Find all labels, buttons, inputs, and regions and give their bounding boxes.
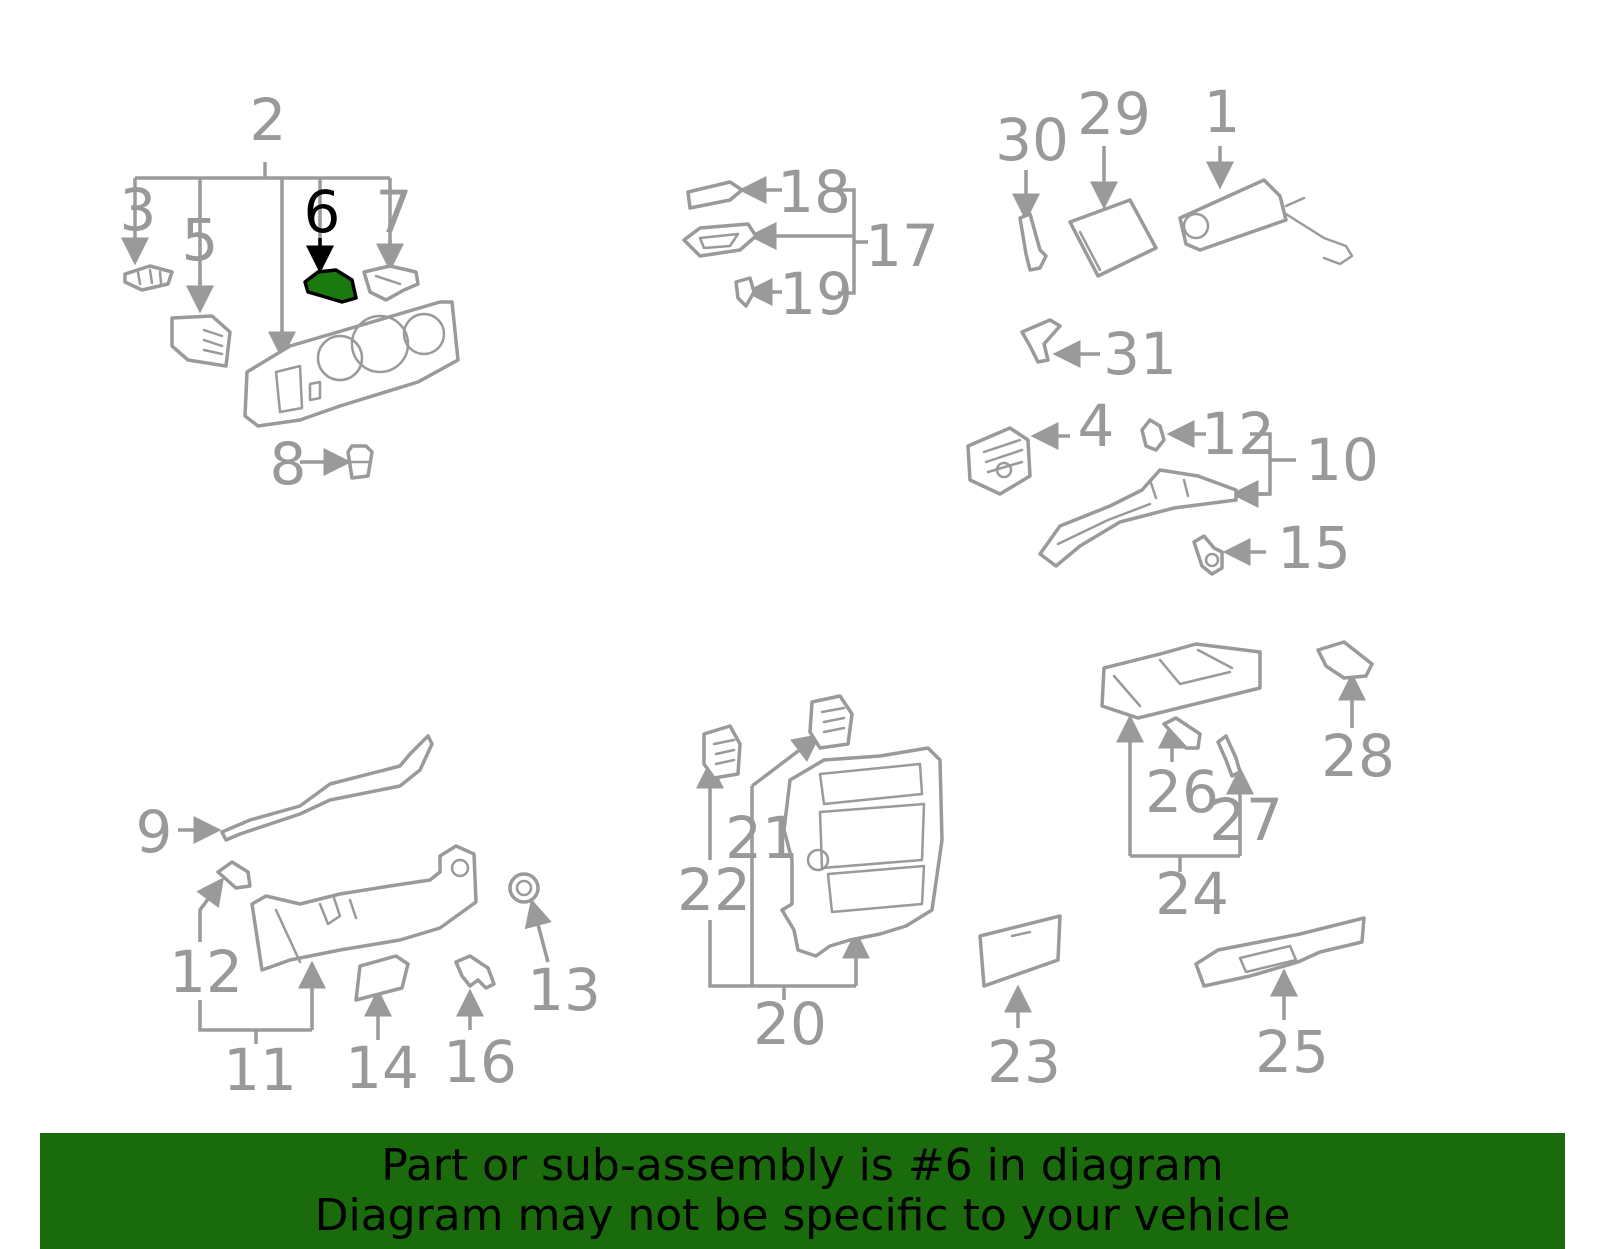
callout-16: 16 [443,1028,517,1096]
part-8-knob[interactable] [346,444,374,480]
callout-7: 7 [376,178,413,246]
banner-background [40,1133,1565,1249]
callout-12-upper: 12 [1201,400,1275,468]
part-24-glove-box[interactable] [1100,642,1262,720]
part-12-clip-upper[interactable] [1140,418,1166,452]
part-19-clip[interactable] [734,276,756,308]
part-2-instrument-cluster-panel[interactable] [243,300,460,428]
part-31-bracket[interactable] [1020,318,1062,364]
part-21-center-vent-right[interactable] [808,694,854,750]
callout-4: 4 [1078,392,1115,460]
callout-18: 18 [777,158,851,226]
part-30-bolt[interactable] [1018,212,1048,272]
part-5-side-vent[interactable] [170,314,232,368]
info-banner: Part or sub-assembly is #6 in diagram Di… [40,1133,1565,1249]
callout-30: 30 [995,106,1069,174]
part-11-lower-panel[interactable] [250,844,478,972]
part-15-screw[interactable] [1192,534,1224,576]
callout-22: 22 [677,856,751,924]
part-7-cover[interactable] [362,264,420,302]
callout-labels: 1 2 3 4 5 6 7 8 9 10 11 12 12 13 14 15 1… [120,78,1395,1104]
part-4-side-vent-right[interactable] [966,426,1032,496]
banner-line-2: Diagram may not be specific to your vehi… [314,1190,1291,1241]
callout-10: 10 [1305,426,1379,494]
callout-13: 13 [527,956,601,1024]
callout-11: 11 [223,1036,297,1104]
callout-6-highlighted: 6 [304,178,341,246]
callout-27: 27 [1209,786,1283,854]
group-airbag-glovebox [966,146,1354,576]
part-16-screw[interactable] [454,954,496,990]
banner-text: Part or sub-assembly is #6 in diagram Di… [40,1133,1565,1241]
callout-2: 2 [250,86,287,154]
part-23-glove-box-door[interactable] [978,914,1062,988]
callout-15: 15 [1277,514,1351,582]
part-13-grommet[interactable] [508,872,540,904]
part-14-cover[interactable] [354,954,410,1002]
part-3-vent-clip[interactable] [123,264,174,292]
group-center-panel [696,694,944,1000]
part-9-reinforcement-bar[interactable] [220,734,434,842]
callout-31: 31 [1103,320,1177,388]
callout-5: 5 [182,206,219,274]
callout-1: 1 [1204,78,1241,146]
group-glove-box [978,640,1374,1028]
part-20-center-cluster-panel[interactable] [780,746,944,958]
callout-23: 23 [987,1028,1061,1096]
part-25-lower-glove-panel[interactable] [1194,916,1366,988]
part-27-striker[interactable] [1216,734,1242,778]
part-26-clip[interactable] [1162,716,1202,750]
banner-line-1: Part or sub-assembly is #6 in diagram [381,1140,1224,1191]
group-instrument-cluster [121,162,460,480]
callout-19: 19 [779,260,853,328]
group-lower-dash [178,734,552,1044]
callout-3: 3 [120,176,157,244]
callout-25: 25 [1255,1018,1329,1086]
part-12-clip-lower[interactable] [216,860,252,890]
part-6-highlighted[interactable] [303,268,358,304]
part-17-cup-holder[interactable] [682,222,758,258]
callout-8: 8 [270,430,307,498]
callout-29: 29 [1077,80,1151,148]
part-22-center-vent-left[interactable] [702,724,742,780]
callout-24: 24 [1155,860,1229,928]
callout-14: 14 [345,1034,419,1102]
part-18-trim[interactable] [686,180,744,210]
callout-20: 20 [753,990,827,1058]
callout-9: 9 [136,798,173,866]
group-cup-holder [682,176,868,308]
part-28-bracket[interactable] [1316,640,1374,680]
callout-28: 28 [1321,722,1395,790]
callout-21: 21 [725,804,799,872]
part-10-lower-panel-bracket[interactable] [1038,468,1238,568]
part-1-airbag-module[interactable] [1178,178,1354,266]
callout-17: 17 [865,212,939,280]
callout-26: 26 [1145,758,1219,826]
part-29-sensor-box[interactable] [1068,198,1158,278]
callout-12-lower: 12 [169,938,243,1006]
